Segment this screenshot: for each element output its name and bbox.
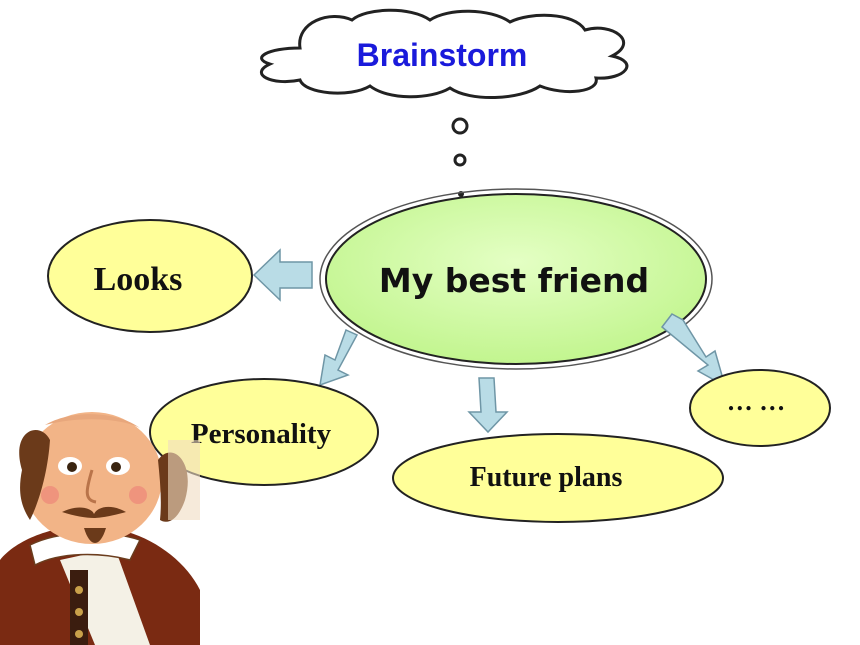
center-node-outer-ring — [319, 188, 713, 370]
illustration-cheek-right — [129, 486, 147, 504]
illustration-button — [75, 586, 83, 594]
arrow-to-looks — [252, 248, 313, 302]
cloud-shape — [260, 8, 629, 99]
illustration-strap — [70, 570, 88, 645]
node-looks-ellipse — [47, 219, 253, 333]
cartoon-man-illustration — [0, 412, 200, 645]
center-node-label: My best friend — [379, 261, 649, 300]
node-personality-label: Personality — [191, 418, 332, 450]
node-personality: Personality — [149, 378, 379, 486]
node-future-plans-label: Future plans — [470, 462, 623, 493]
illustration-button — [75, 630, 83, 638]
arrow-to-more — [660, 313, 727, 388]
illustration-cheek-left — [41, 486, 59, 504]
illustration-moustache — [62, 506, 126, 518]
node-looks-label: Looks — [94, 261, 183, 298]
illustration-pupil-right — [111, 462, 121, 472]
arrow-to-personality — [319, 328, 359, 387]
illustration-pupil-left — [67, 462, 77, 472]
arrow-to-future-plans — [467, 377, 509, 434]
node-looks: Looks — [47, 219, 253, 333]
center-node: My best friend — [319, 188, 713, 370]
node-more-ellipse — [689, 369, 831, 447]
center-node-ellipse — [325, 193, 707, 365]
illustration-nose — [85, 469, 97, 504]
illustration-hair-left — [19, 430, 50, 520]
node-more: … … — [689, 369, 831, 447]
brainstorm-cloud: Brainstorm — [260, 8, 629, 99]
illustration-background — [168, 440, 200, 520]
illustration-button — [75, 608, 83, 616]
illustration-face — [22, 412, 162, 544]
thought-bubble-medium — [453, 153, 467, 167]
brainstorm-title: Brainstorm — [357, 37, 528, 73]
node-more-label: … … — [727, 387, 786, 416]
node-future-plans-ellipse — [392, 433, 724, 523]
illustration-beard — [84, 528, 106, 543]
node-personality-ellipse — [149, 378, 379, 486]
node-future-plans: Future plans — [392, 433, 724, 523]
thought-bubble-large — [451, 117, 469, 135]
illustration-forehead — [45, 414, 140, 428]
